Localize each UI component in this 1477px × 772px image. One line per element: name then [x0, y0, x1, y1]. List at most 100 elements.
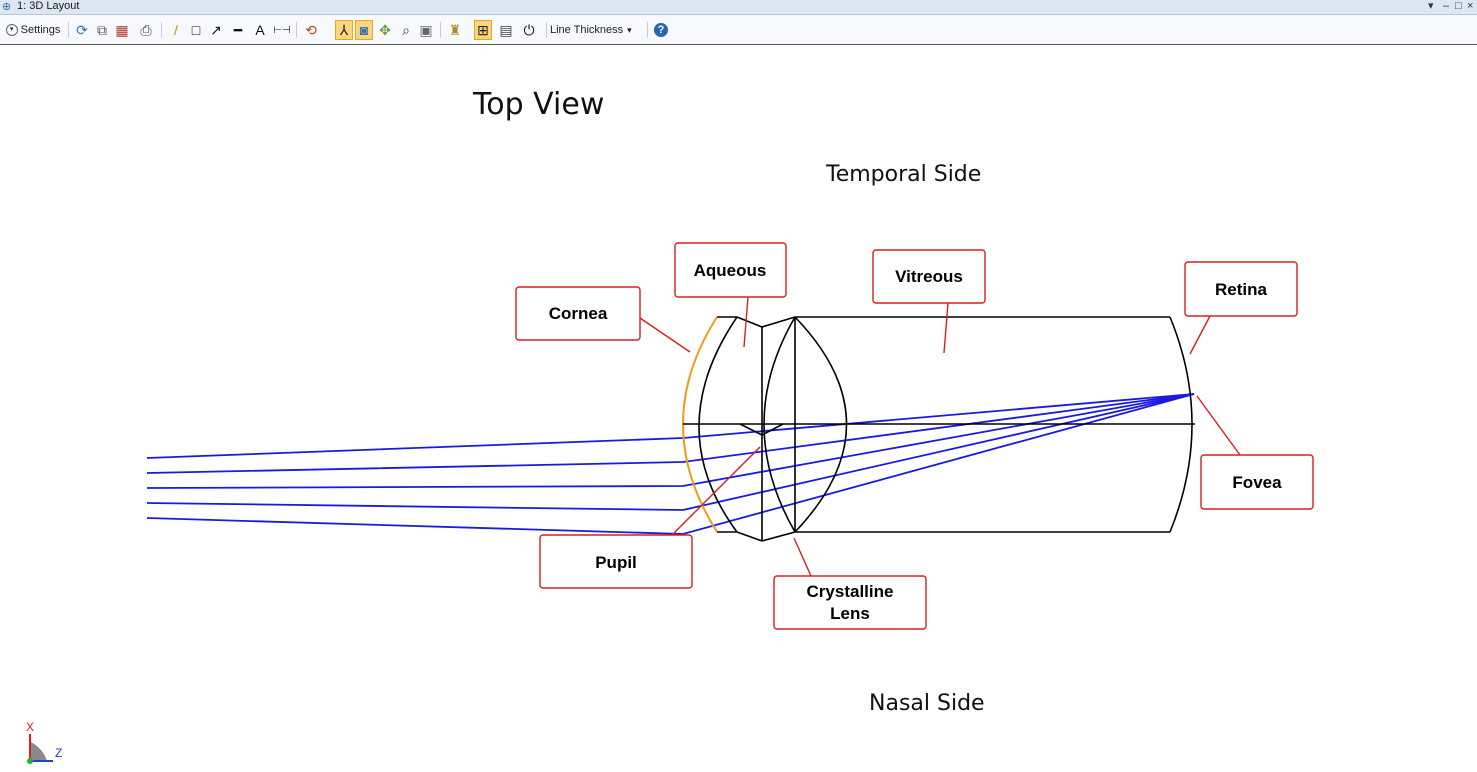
refresh-button[interactable]: ⟳: [73, 20, 91, 40]
zoom-fit-button[interactable]: ▣: [417, 20, 435, 40]
view-title: Top View: [472, 87, 604, 122]
light-ray: [146, 393, 1195, 474]
pencil-button[interactable]: /: [167, 20, 185, 40]
vitreous-label-box[interactable]: Vitreous: [872, 249, 986, 304]
cornea-label-box[interactable]: Cornea: [515, 286, 641, 341]
help-icon: ?: [654, 23, 668, 37]
aqueous-label-box[interactable]: Aqueous: [674, 242, 787, 298]
shaded-model-icon: ◙: [359, 22, 369, 38]
refresh-icon: ⟳: [76, 21, 88, 38]
line-icon: ━: [233, 21, 243, 38]
rotate-view-button[interactable]: ⟲: [302, 20, 320, 40]
axis-indicator: X Z: [26, 720, 62, 764]
pan-button[interactable]: ✥: [376, 20, 394, 40]
zoom-button[interactable]: ⌕: [397, 20, 415, 40]
toolbar-separator: [68, 22, 69, 38]
crystalline-lens-label-line2: Lens: [830, 604, 870, 623]
fovea-label: Fovea: [1232, 473, 1282, 492]
vitreous-label: Vitreous: [895, 267, 963, 286]
pupil-leader: [671, 446, 761, 536]
lens-leader: [793, 537, 812, 577]
minimize-button[interactable]: –: [1443, 0, 1450, 12]
fovea-leader: [1196, 395, 1241, 456]
line-button[interactable]: ━: [229, 20, 247, 40]
line-thickness-dropdown[interactable]: Line Thickness ▾: [550, 20, 644, 40]
x-axis-label: X: [26, 720, 34, 734]
aqueous-leader: [743, 296, 749, 348]
window-button[interactable]: ▤: [497, 20, 515, 40]
lens-bottom-edge: [761, 531, 796, 542]
shaded-model-button[interactable]: ◙: [355, 20, 373, 40]
lens-top-edge: [761, 316, 796, 328]
vitreous-leader: [943, 302, 949, 354]
retina-label-box[interactable]: Retina: [1184, 261, 1298, 317]
settings-label: Settings: [20, 24, 61, 36]
help-button[interactable]: ?: [652, 20, 670, 40]
zoom-fit-icon: ▣: [419, 21, 433, 38]
axes-button[interactable]: ⅄: [335, 20, 353, 40]
grid-button[interactable]: ⊞: [474, 20, 492, 40]
maximize-button[interactable]: □: [1455, 0, 1462, 12]
3d-layout-icon: ⊕: [2, 1, 12, 13]
nasal-side-label: Nasal Side: [869, 691, 985, 716]
window-menu-button[interactable]: ▾: [1428, 0, 1434, 12]
copy-button[interactable]: ⧉: [93, 20, 111, 40]
pencil-icon: /: [174, 22, 178, 38]
z-axis-label: Z: [55, 746, 62, 760]
text-button[interactable]: A: [251, 20, 269, 40]
toolbar-separator: [440, 22, 441, 38]
crystalline-lens-label-box[interactable]: Crystalline Lens: [773, 575, 927, 630]
arrow-button[interactable]: ↗: [207, 20, 225, 40]
power-icon: ⏻: [523, 21, 535, 38]
aqueous-bottom-edge: [736, 531, 763, 542]
toolbar: ▾ Settings Line Thickness ▾ ⟳ ⧉ ▦ ⎙ / □ ↗ ━ A ⊢⊣ ⟲…: [0, 15, 1477, 45]
axes-icon: ⅄: [339, 21, 349, 38]
window-icon: ▤: [499, 21, 513, 38]
cornea-label: Cornea: [549, 304, 608, 323]
pupil-label: Pupil: [595, 553, 637, 572]
line-thickness-label: Line Thickness: [550, 24, 624, 36]
temporal-side-label: Temporal Side: [825, 162, 981, 187]
print-button[interactable]: ⎙: [137, 20, 155, 40]
grid-icon: ⊞: [477, 21, 489, 38]
lock-icon: ♜: [448, 21, 462, 38]
toolbar-separator: [546, 22, 547, 38]
eye-model: [682, 316, 1195, 542]
toolbar-separator: [296, 22, 297, 38]
window-title: 1: 3D Layout: [17, 0, 80, 12]
leader-lines: [639, 296, 1241, 577]
power-button[interactable]: ⏻: [520, 20, 538, 40]
pupil-label-box[interactable]: Pupil: [539, 534, 693, 589]
rectangle-icon: □: [191, 22, 201, 38]
rectangle-button[interactable]: □: [187, 20, 205, 40]
label-boxes: Cornea Aqueous Vitreous Retina Fovea Pup…: [515, 242, 1314, 630]
light-ray: [146, 393, 1195, 511]
settings-button[interactable]: ▾ Settings: [2, 20, 64, 40]
retina-leader: [1189, 315, 1211, 355]
light-ray: [146, 393, 1195, 459]
pupil-top-edge: [739, 423, 763, 436]
toolbar-separator: [647, 22, 648, 38]
light-ray: [146, 393, 1195, 535]
close-button[interactable]: ×: [1467, 0, 1474, 12]
y-axis-dot: [27, 758, 33, 764]
dimension-icon: ⊢⊣: [273, 24, 291, 36]
pan-icon: ✥: [379, 21, 391, 38]
toolbar-separator: [161, 22, 162, 38]
arrow-icon: ↗: [210, 21, 222, 38]
layout-canvas[interactable]: Top View Temporal Side Nasal Side: [0, 46, 1477, 772]
dropdown-arrow-icon: ▾: [627, 24, 632, 35]
pupil-bottom-edge: [761, 423, 784, 436]
print-icon: ⎙: [140, 21, 152, 38]
rotate-view-icon: ⟲: [305, 21, 317, 38]
chevron-down-icon: ▾: [5, 24, 18, 36]
dimension-button[interactable]: ⊢⊣: [273, 20, 291, 40]
copy-icon: ⧉: [97, 21, 107, 38]
crystalline-lens-label-line1: Crystalline: [807, 582, 894, 601]
lock-button[interactable]: ♜: [446, 20, 464, 40]
text-icon: A: [255, 22, 265, 38]
fovea-label-box[interactable]: Fovea: [1200, 454, 1314, 510]
zoom-icon: ⌕: [402, 21, 410, 38]
cornea-posterior-surface: [698, 316, 738, 533]
save-button[interactable]: ▦: [113, 20, 131, 40]
